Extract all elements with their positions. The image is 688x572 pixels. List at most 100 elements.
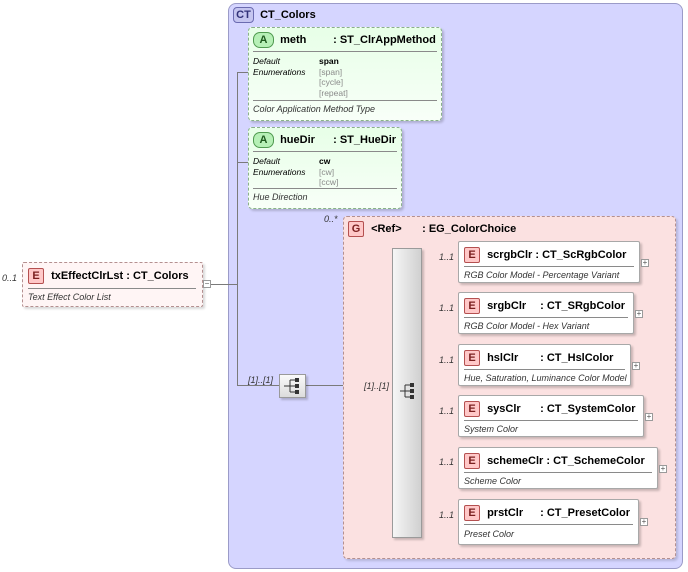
element-scrgbclr[interactable]: E scrgbClr : CT_ScRgbColor RGB Color Mod… xyxy=(458,241,640,283)
element-description: Scheme Color xyxy=(464,476,522,486)
attribute-description: Color Application Method Type xyxy=(253,104,376,114)
element-type: : CT_HslColor xyxy=(540,352,614,364)
element-hslclr[interactable]: E hslClr : CT_HslColor Hue, Saturation, … xyxy=(458,344,631,386)
choice-compositor[interactable] xyxy=(392,248,422,538)
root-element-name: txEffectClrLst xyxy=(51,270,124,282)
attribute-meth[interactable]: A meth : ST_ClrAppMethod Default Enumera… xyxy=(248,27,442,121)
enumeration-value: [ccw] xyxy=(319,177,339,187)
element-separator xyxy=(464,420,638,421)
root-cardinality: 0..1 xyxy=(2,273,18,283)
root-element-separator xyxy=(28,288,196,289)
element-description: Hue, Saturation, Luminance Color Model xyxy=(464,373,627,383)
attr2-connector xyxy=(237,162,249,163)
element-type: : CT_SRgbColor xyxy=(540,300,626,312)
attribute-separator xyxy=(253,51,437,52)
element-cardinality: 1..1 xyxy=(439,252,455,262)
element-name: scrgbClr xyxy=(487,249,533,261)
enumeration-value: [repeat] xyxy=(319,87,348,98)
element-sysclr[interactable]: E sysClr : CT_SystemColor System Color xyxy=(458,395,644,437)
sequence-connector-in xyxy=(237,385,279,386)
element-description: System Color xyxy=(464,424,519,434)
enumerations-label: Enumerations xyxy=(253,167,306,177)
expand-toggle[interactable]: + xyxy=(632,361,640,370)
complex-type-name: CT_Colors xyxy=(260,9,316,21)
main-trunk-line xyxy=(237,72,238,385)
element-description: RGB Color Model - Percentage Variant xyxy=(464,270,620,280)
element-name: schemeClr xyxy=(487,455,544,467)
element-description: Preset Color xyxy=(464,529,515,539)
group-name: : EG_ColorChoice xyxy=(422,223,517,235)
element-type: : CT_SchemeColor xyxy=(546,455,645,467)
element-badge: E xyxy=(464,453,480,469)
element-cardinality: 1..1 xyxy=(439,457,455,467)
element-badge: E xyxy=(464,350,480,366)
root-element-badge: E xyxy=(28,268,44,284)
attribute-badge: A xyxy=(253,132,274,148)
element-type: : CT_SystemColor xyxy=(540,403,636,415)
default-label: Default xyxy=(253,56,280,66)
element-type: : CT_ScRgbColor xyxy=(535,249,627,261)
element-badge: E xyxy=(464,298,480,314)
expand-toggle[interactable]: + xyxy=(635,309,643,318)
attribute-badge: A xyxy=(253,32,274,48)
element-name: hslClr xyxy=(487,352,519,364)
element-separator xyxy=(464,524,633,525)
element-cardinality: 1..1 xyxy=(439,355,455,365)
attribute-separator xyxy=(253,188,397,189)
element-badge: E xyxy=(464,505,480,521)
attribute-name: meth xyxy=(280,34,307,46)
expand-toggle[interactable]: + xyxy=(659,464,667,473)
element-cardinality: 1..1 xyxy=(439,303,455,313)
element-name: sysClr xyxy=(487,403,521,415)
sequence-connector-out xyxy=(306,385,343,386)
element-separator xyxy=(464,369,625,370)
root-element[interactable]: E txEffectClrLst : CT_Colors Text Effect… xyxy=(22,262,203,307)
attribute-separator xyxy=(253,151,397,152)
element-cardinality: 1..1 xyxy=(439,510,455,520)
enumeration-value: [cw] xyxy=(319,166,335,177)
attribute-name: hueDir xyxy=(280,134,315,146)
element-srgbclr[interactable]: E srgbClr : CT_SRgbColor RGB Color Model… xyxy=(458,292,634,334)
element-schemeclr[interactable]: E schemeClr : CT_SchemeColor Scheme Colo… xyxy=(458,447,658,489)
element-separator xyxy=(464,266,634,267)
element-description: RGB Color Model - Hex Variant xyxy=(464,321,590,331)
element-badge: E xyxy=(464,401,480,417)
expand-toggle[interactable]: + xyxy=(641,258,649,267)
attr1-connector xyxy=(237,72,249,73)
sequence-cardinality: [1]..[1] xyxy=(248,375,274,385)
element-separator xyxy=(464,317,628,318)
collapse-toggle[interactable]: − xyxy=(203,279,211,288)
default-value: span xyxy=(319,56,339,66)
sequence-compositor[interactable] xyxy=(279,374,306,398)
group-cardinality: 0..* xyxy=(324,214,338,224)
element-prstclr[interactable]: E prstClr : CT_PresetColor Preset Color xyxy=(458,499,639,545)
root-element-description: Text Effect Color List xyxy=(28,292,111,302)
element-cardinality: 1..1 xyxy=(439,406,455,416)
group-ref: <Ref> xyxy=(371,223,402,235)
root-connector xyxy=(203,284,238,285)
enumerations-label: Enumerations xyxy=(253,67,306,77)
attribute-separator xyxy=(253,100,437,101)
complex-type-header: CT CT_Colors xyxy=(233,7,316,23)
element-type: : CT_PresetColor xyxy=(540,507,630,519)
attribute-description: Hue Direction xyxy=(253,192,308,202)
attribute-huedir[interactable]: A hueDir : ST_HueDir Default Enumeration… xyxy=(248,127,402,209)
sequence-icon xyxy=(284,378,299,394)
choice-cardinality: [1]..[1] xyxy=(364,381,390,391)
enumeration-value: [cycle] xyxy=(319,77,344,87)
group-header[interactable]: G <Ref> : EG_ColorChoice xyxy=(348,221,516,237)
group-badge: G xyxy=(348,221,364,237)
complex-type-badge: CT xyxy=(233,7,254,23)
attribute-type: : ST_HueDir xyxy=(333,134,397,146)
attribute-type: : ST_ClrAppMethod xyxy=(333,34,436,46)
default-value: cw xyxy=(319,156,331,166)
expand-toggle[interactable]: + xyxy=(645,412,653,421)
element-separator xyxy=(464,472,652,473)
element-name: srgbClr xyxy=(487,300,527,312)
element-badge: E xyxy=(464,247,480,263)
root-element-type: : CT_Colors xyxy=(126,270,189,282)
enumeration-value: [span] xyxy=(319,66,343,77)
choice-icon xyxy=(400,383,414,399)
expand-toggle[interactable]: + xyxy=(640,517,648,526)
element-name: prstClr xyxy=(487,507,524,519)
